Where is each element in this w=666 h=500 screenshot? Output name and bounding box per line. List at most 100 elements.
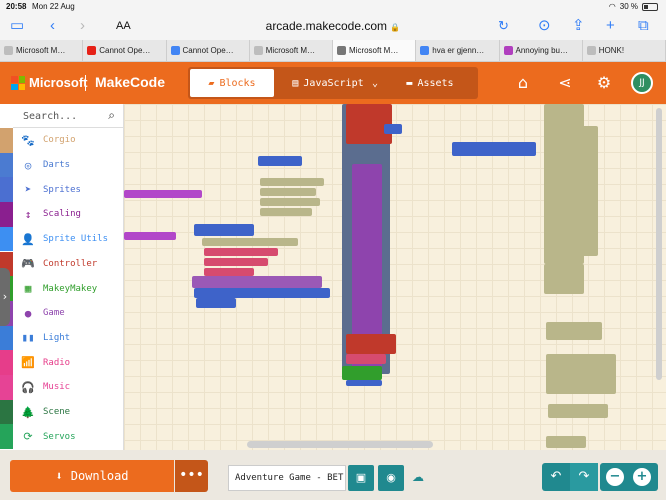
home-icon[interactable]: ⌂ bbox=[517, 73, 529, 92]
address-bar[interactable]: arcade.makecode.com 🔒 bbox=[0, 19, 666, 33]
code-block[interactable] bbox=[204, 268, 254, 276]
save-button[interactable]: ▣ bbox=[348, 465, 374, 491]
category-color-bar bbox=[0, 226, 13, 252]
category-label: Controller bbox=[43, 258, 98, 269]
category-label: Light bbox=[43, 332, 71, 343]
code-block[interactable] bbox=[194, 288, 330, 298]
category-color-bar bbox=[0, 177, 13, 203]
code-block[interactable] bbox=[576, 126, 598, 256]
code-block[interactable] bbox=[192, 276, 322, 288]
browser-tab[interactable]: Cannot Ope… bbox=[83, 40, 167, 61]
code-block[interactable] bbox=[452, 142, 536, 156]
favicon-icon bbox=[503, 46, 513, 55]
category-label: Music bbox=[43, 382, 71, 393]
code-block[interactable] bbox=[260, 178, 324, 186]
gear-icon[interactable]: ⚙ bbox=[596, 73, 612, 92]
zoom-out-button[interactable]: − bbox=[606, 468, 624, 486]
browser-tab[interactable]: HONK! bbox=[583, 40, 666, 61]
text-size-button[interactable]: AA bbox=[116, 20, 131, 32]
blocks-workspace[interactable] bbox=[124, 104, 666, 450]
code-block[interactable] bbox=[346, 334, 396, 354]
tabs-icon[interactable]: ⧉ bbox=[638, 17, 649, 34]
toolbox-category-radio[interactable]: 📶Radio bbox=[0, 350, 124, 375]
browser-tab[interactable]: Cannot Ope… bbox=[167, 40, 250, 61]
code-block[interactable] bbox=[346, 354, 386, 364]
category-icon: ⟳ bbox=[23, 430, 33, 444]
toolbox-category-servos[interactable]: ⟳Servos bbox=[0, 424, 124, 450]
code-block[interactable] bbox=[546, 322, 602, 340]
code-block[interactable] bbox=[194, 224, 254, 236]
code-block[interactable] bbox=[204, 258, 268, 266]
favicon-icon bbox=[170, 46, 180, 55]
code-block[interactable] bbox=[548, 404, 608, 418]
code-block[interactable] bbox=[260, 188, 316, 196]
toolbox-category-scene[interactable]: 🌲Scene bbox=[0, 399, 124, 425]
category-icon: 🐾 bbox=[21, 133, 35, 147]
code-block[interactable] bbox=[124, 190, 202, 198]
category-color-bar bbox=[0, 399, 13, 425]
toolbox-category-music[interactable]: 🎧 Music bbox=[0, 375, 124, 400]
tab-javascript[interactable]: ▤ JavaScript bbox=[282, 67, 374, 99]
toolbox-collapse-handle[interactable]: › bbox=[0, 268, 10, 326]
category-label: Corgio bbox=[43, 135, 76, 146]
code-block[interactable] bbox=[544, 264, 584, 294]
toolbox-category-sprites[interactable]: ➤Sprites bbox=[0, 177, 124, 203]
download-file-icon: ⬇ bbox=[55, 469, 63, 483]
redo-button[interactable]: ↷ bbox=[570, 463, 598, 491]
tab-blocks[interactable]: ▰ Blocks bbox=[190, 69, 274, 97]
code-block[interactable] bbox=[342, 366, 382, 380]
category-icon: ▦ bbox=[24, 282, 32, 296]
language-dropdown[interactable]: ⌄ bbox=[368, 67, 382, 99]
avatar[interactable]: JJ bbox=[631, 72, 653, 94]
code-block[interactable] bbox=[346, 380, 382, 386]
battery-percent: 30 % bbox=[619, 2, 638, 11]
toolbox-category-corgio[interactable]: 🐾 Corgio bbox=[0, 128, 124, 153]
project-name-input[interactable]: Adventure Game - BET bbox=[228, 465, 346, 491]
browser-tab[interactable]: Microsoft M… bbox=[250, 40, 333, 61]
code-block[interactable] bbox=[260, 208, 312, 216]
browser-tab[interactable]: hva er gjenn… bbox=[416, 40, 500, 61]
new-tab-icon[interactable]: + bbox=[606, 17, 615, 34]
toolbox-category-sprite-utils[interactable]: 👤Sprite Utils bbox=[0, 226, 124, 252]
code-block[interactable] bbox=[260, 198, 320, 206]
sidebar-icon[interactable]: ▭ bbox=[10, 17, 25, 34]
code-block[interactable] bbox=[546, 436, 586, 448]
search-input[interactable]: Search... bbox=[13, 104, 124, 128]
code-block[interactable] bbox=[124, 232, 176, 240]
toolbox-category-scaling[interactable]: ↕Scaling bbox=[0, 202, 124, 227]
code-block[interactable] bbox=[346, 144, 382, 164]
code-block[interactable] bbox=[202, 238, 298, 246]
tab-assets-label: Assets bbox=[417, 77, 454, 89]
code-block[interactable] bbox=[546, 354, 616, 394]
code-block[interactable] bbox=[196, 298, 236, 308]
reload-icon[interactable]: ↻ bbox=[498, 18, 509, 33]
github-button[interactable]: ◉ bbox=[378, 465, 404, 491]
category-icon: 🎧 bbox=[21, 380, 35, 394]
toolbox-category-game[interactable]: ●Game bbox=[0, 300, 124, 326]
browser-tab[interactable]: Annoying bu… bbox=[500, 40, 583, 61]
tab-assets[interactable]: ▬ Assets bbox=[388, 67, 472, 99]
code-block[interactable] bbox=[204, 248, 278, 256]
code-block[interactable] bbox=[384, 124, 402, 134]
toolbox-category-controller[interactable]: 🎮Controller bbox=[0, 251, 124, 277]
search-icon[interactable]: ⌕ bbox=[108, 108, 115, 122]
undo-button[interactable]: ↶ bbox=[550, 469, 562, 484]
share-project-icon[interactable]: ⋖ bbox=[558, 73, 572, 92]
workspace-horizontal-scrollbar[interactable] bbox=[247, 441, 433, 448]
download-icon[interactable]: ⊙ bbox=[538, 17, 551, 34]
browser-tab[interactable]: Microsoft M… bbox=[0, 40, 84, 61]
category-label: Sprite Utils bbox=[43, 234, 109, 245]
download-button[interactable]: ⬇ Download bbox=[10, 460, 174, 492]
forward-icon[interactable]: › bbox=[80, 17, 85, 34]
toolbox-category-darts[interactable]: ◎Darts bbox=[0, 152, 124, 178]
back-icon[interactable]: ‹ bbox=[50, 17, 55, 34]
share-icon[interactable]: ⇪ bbox=[572, 17, 585, 34]
more-options-button[interactable]: ••• bbox=[175, 460, 208, 492]
toolbox-category-makeymakey[interactable]: ▦MakeyMakey bbox=[0, 276, 124, 301]
browser-tab[interactable]: Microsoft M… bbox=[333, 40, 417, 61]
zoom-in-button[interactable]: + bbox=[633, 468, 651, 486]
tab-javascript-label: JavaScript bbox=[303, 77, 364, 89]
workspace-vertical-scrollbar[interactable] bbox=[656, 108, 662, 380]
toolbox-category-light[interactable]: ▮▮Light bbox=[0, 325, 124, 351]
code-block[interactable] bbox=[258, 156, 302, 166]
